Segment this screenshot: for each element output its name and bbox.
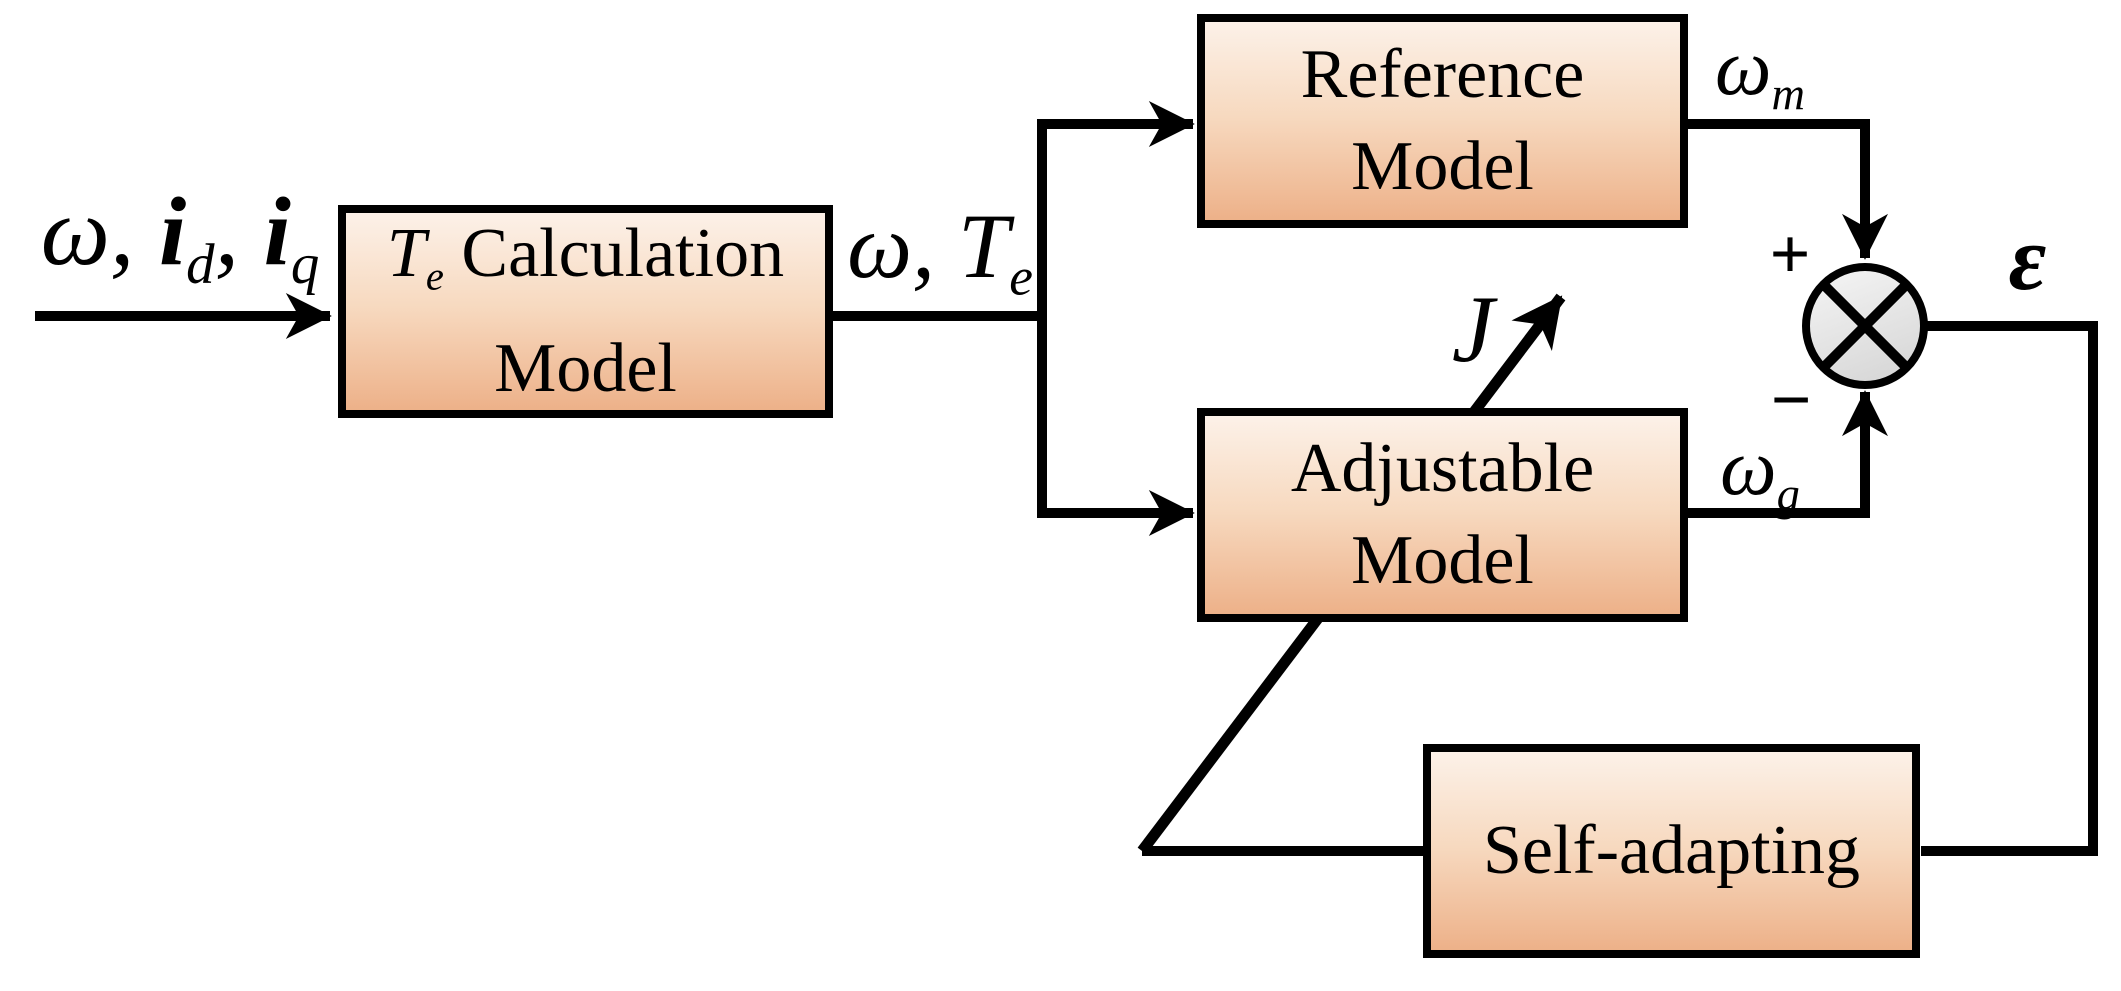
self-adapting-label: Self-adapting [1482,812,1861,889]
error-feedback-line [1921,321,2098,856]
self-adapting-box: Self-adapting [1423,744,1920,958]
te-calculation-model-label-line1: Te Calculation [386,215,785,299]
reference-model-label-line2: Model [1351,128,1534,205]
adjustable-model-box: Adjustable Model [1197,408,1688,622]
te-output-branch-line [833,124,1047,513]
reference-model-box: Reference Model [1197,14,1688,228]
omega-m-arrow [1684,119,1888,260]
te-calculation-model-label-line2: Model [494,329,677,407]
omega-te-label: ω, Te [847,195,1033,307]
omega-m-label: ωm [1715,24,1805,121]
minus-sign: − [1770,360,1812,440]
summing-junction [1802,263,1928,389]
input-signal-label: ω, id, iq [40,178,320,296]
te-calculation-model-box: Te Calculation Model [338,205,833,418]
reference-model-label-line1: Reference [1300,36,1585,113]
cost-function-j-label: J [1451,276,1495,382]
junction-cross-line [1819,280,1911,372]
omega-g-arrow [1684,390,1888,518]
omega-g-label: ωg [1720,424,1800,521]
plus-sign: + [1769,214,1811,294]
adjustable-model-label-line2: Model [1351,522,1534,599]
adjustable-model-label-line1: Adjustable [1290,430,1595,507]
error-epsilon-label: ε [2008,207,2047,309]
